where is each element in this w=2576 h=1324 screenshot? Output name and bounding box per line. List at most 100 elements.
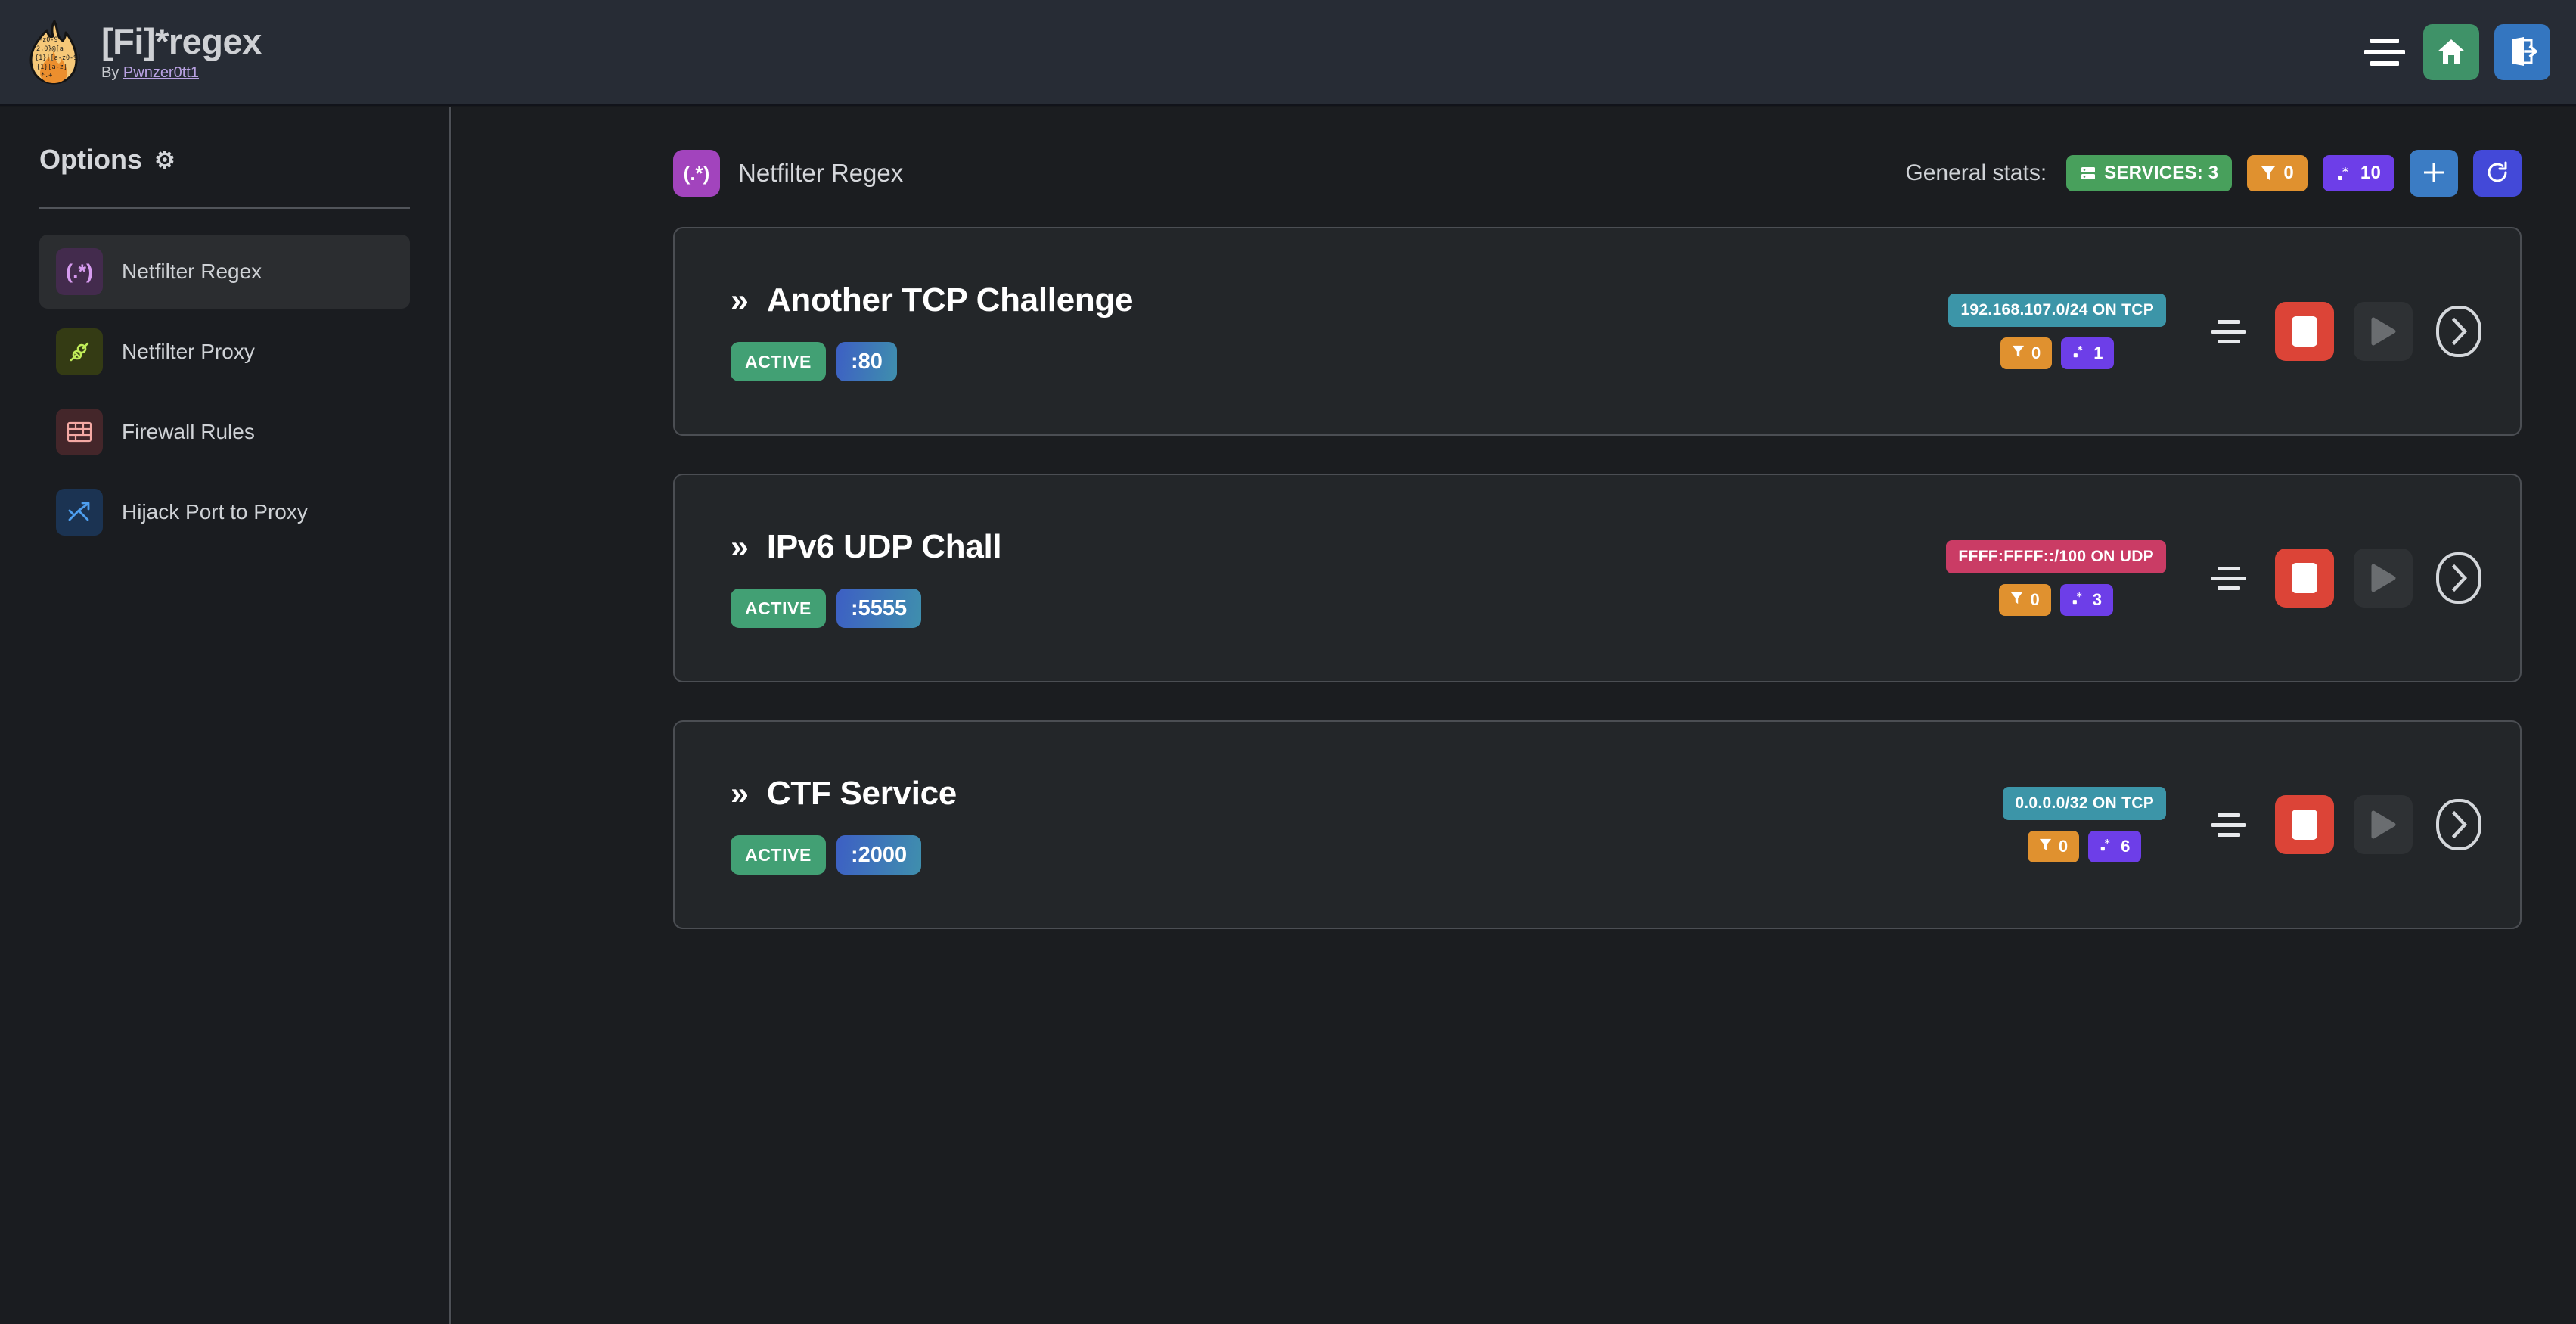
service-counters: 0 * 6 xyxy=(2027,831,2142,862)
drag-handle-icon[interactable] xyxy=(2205,555,2252,601)
author-link[interactable]: Pwnzer0tt1 xyxy=(123,64,199,81)
add-service-button[interactable] xyxy=(2410,150,2458,197)
status-badge-services: SERVICES: 3 xyxy=(2066,155,2233,191)
stop-icon xyxy=(2292,563,2317,593)
sidebar-item-hijack-port-to-proxy[interactable]: Hijack Port to Proxy xyxy=(39,475,410,549)
sidebar-item-label: Netfilter Regex xyxy=(122,260,262,283)
brand-text: [Fi]*regex By Pwnzer0tt1 xyxy=(101,23,262,81)
logout-button[interactable] xyxy=(2494,24,2550,80)
port-badge: :80 xyxy=(836,342,897,381)
play-icon xyxy=(2370,564,2396,592)
regexes-count-label: 6 xyxy=(2121,837,2131,856)
route-fork-icon xyxy=(56,489,103,536)
service-name: Another TCP Challenge xyxy=(766,281,1134,319)
svg-text:2,0}@[a: 2,0}@[a xyxy=(36,45,64,53)
top-bar-actions xyxy=(2361,24,2576,80)
service-name: IPv6 UDP Chall xyxy=(766,528,1002,565)
service-card-info: » Another TCP Challenge ACTIVE :80 xyxy=(731,281,1134,381)
open-service-button[interactable] xyxy=(2432,549,2485,608)
plug-icon xyxy=(56,328,103,375)
service-card-controls: FFFF:FFFF::/100 ON UDP 0 xyxy=(1946,540,2485,616)
filters-counter: 0 xyxy=(2000,337,2053,369)
general-stats: General stats: SERVICES: 3 0 xyxy=(1905,150,2522,197)
svg-text:{1}[a-z]: {1}[a-z] xyxy=(36,64,67,71)
hamburger-menu-icon[interactable] xyxy=(2361,29,2408,76)
byline-prefix: By xyxy=(101,64,123,81)
play-button[interactable] xyxy=(2354,795,2413,854)
regexes-count-label: 10 xyxy=(2360,163,2381,183)
filters-count-label: 0 xyxy=(2058,837,2069,856)
service-card-title-row: » IPv6 UDP Chall xyxy=(731,528,1002,566)
services-count-label: SERVICES: 3 xyxy=(2104,163,2219,183)
service-card-title-row: » Another TCP Challenge xyxy=(731,281,1134,319)
service-counters: 0 * 3 xyxy=(1999,584,2113,616)
regexes-counter: * 3 xyxy=(2059,584,2113,616)
general-stats-label: General stats: xyxy=(1905,160,2047,185)
network-badge: FFFF:FFFF::/100 ON UDP xyxy=(1946,540,2166,573)
stop-button[interactable] xyxy=(2275,549,2334,608)
open-service-button[interactable] xyxy=(2432,795,2485,854)
regex-icon-glyph: (.*) xyxy=(66,260,93,283)
flame-regex-logo-icon: -z0-9 2,0}@[a {1}|[a-z0-9] {1}[a-z] *.+ xyxy=(26,20,82,85)
svg-text:*: * xyxy=(2342,165,2348,179)
sidebar-item-netfilter-proxy[interactable]: Netfilter Proxy xyxy=(39,315,410,389)
sidebar-item-label: Netfilter Proxy xyxy=(122,340,255,363)
server-icon xyxy=(2080,165,2096,182)
regex-small-icon: * xyxy=(2072,590,2086,610)
svg-text:*: * xyxy=(2077,592,2082,603)
chevron-right-icon xyxy=(2435,798,2482,851)
refresh-button[interactable] xyxy=(2473,150,2522,197)
stop-icon xyxy=(2292,810,2317,840)
status-badge: ACTIVE xyxy=(731,589,826,628)
regex-small-icon: * xyxy=(2336,165,2353,182)
sidebar-item-netfilter-regex[interactable]: (.*) Netfilter Regex xyxy=(39,235,410,309)
port-badge: :2000 xyxy=(836,835,922,875)
funnel-icon xyxy=(2261,165,2276,182)
filters-counter: 0 xyxy=(2027,831,2080,862)
port-badge: :5555 xyxy=(836,589,922,628)
svg-text:{1}|[a-z0-9]: {1}|[a-z0-9] xyxy=(35,54,81,62)
service-card-badges: ACTIVE :2000 xyxy=(731,835,957,875)
regex-icon: (.*) xyxy=(56,248,103,295)
funnel-icon xyxy=(2010,590,2023,610)
funnel-icon xyxy=(2039,837,2052,856)
regex-icon-glyph: (.*) xyxy=(683,161,710,185)
app-title: [Fi]*regex xyxy=(101,21,262,62)
status-badge: ACTIVE xyxy=(731,342,826,381)
chevron-right-icon xyxy=(2435,305,2482,358)
service-card[interactable]: » CTF Service ACTIVE :2000 0.0.0.0/32 ON… xyxy=(673,720,2522,929)
page-title: Netfilter Regex xyxy=(738,159,904,187)
service-card-controls: 0.0.0.0/32 ON TCP 0 xyxy=(2003,787,2485,862)
network-badge: 192.168.107.0/24 ON TCP xyxy=(1948,294,2166,327)
regex-small-icon: * xyxy=(2072,343,2087,363)
main-header: (.*) Netfilter Regex General stats: SERV… xyxy=(452,107,2576,206)
network-badge: 0.0.0.0/32 ON TCP xyxy=(2003,787,2166,820)
sidebar-title: Options ⚙ xyxy=(39,107,410,176)
logout-icon xyxy=(2507,36,2538,69)
service-card[interactable]: » Another TCP Challenge ACTIVE :80 192.1… xyxy=(673,227,2522,436)
sidebar-item-firewall-rules[interactable]: Firewall Rules xyxy=(39,395,410,469)
sidebar-nav: (.*) Netfilter Regex Netfilter Proxy xyxy=(39,235,410,549)
svg-text:*: * xyxy=(2105,838,2110,850)
service-card-controls: 192.168.107.0/24 ON TCP 0 xyxy=(1948,294,2485,369)
service-card[interactable]: » IPv6 UDP Chall ACTIVE :5555 FFFF:FFFF:… xyxy=(673,474,2522,682)
play-button[interactable] xyxy=(2354,549,2413,608)
stop-button[interactable] xyxy=(2275,302,2334,361)
open-service-button[interactable] xyxy=(2432,302,2485,361)
play-button[interactable] xyxy=(2354,302,2413,361)
play-icon xyxy=(2370,317,2396,346)
refresh-icon xyxy=(2485,160,2509,187)
service-network-info: FFFF:FFFF::/100 ON UDP 0 xyxy=(1946,540,2166,616)
service-network-info: 0.0.0.0/32 ON TCP 0 xyxy=(2003,787,2166,862)
status-badge: ACTIVE xyxy=(731,835,826,875)
home-button[interactable] xyxy=(2423,24,2479,80)
double-chevron-icon: » xyxy=(731,528,749,565)
drag-handle-icon[interactable] xyxy=(2205,308,2252,355)
double-chevron-icon: » xyxy=(731,281,749,319)
svg-text:-z0-9: -z0-9 xyxy=(39,36,58,44)
drag-handle-icon[interactable] xyxy=(2205,801,2252,848)
svg-text:*.+: *.+ xyxy=(41,72,52,79)
stop-button[interactable] xyxy=(2275,795,2334,854)
filters-count-label: 0 xyxy=(2031,343,2041,362)
chevron-right-icon xyxy=(2435,552,2482,605)
